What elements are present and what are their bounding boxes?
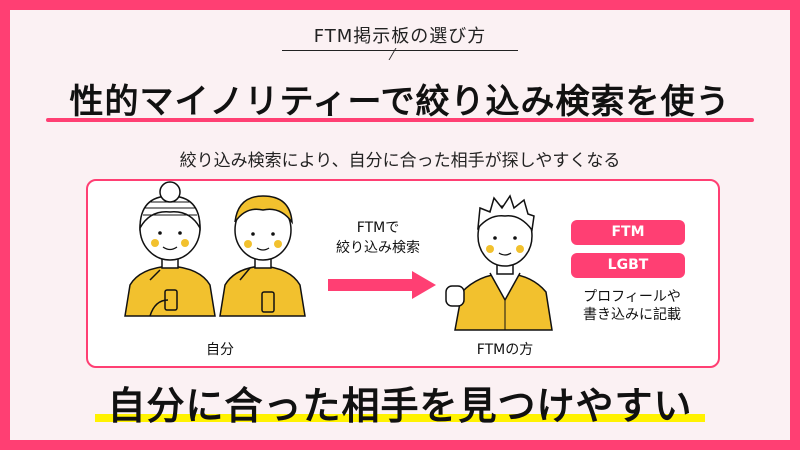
bottom-highlight: [95, 414, 705, 422]
tag-note: プロフィールや 書き込みに記載: [558, 288, 706, 324]
arrow-caption-line1: FTMで: [356, 220, 400, 236]
person-with-phone-icon: [219, 195, 306, 317]
arrow-caption-line2: 絞り込み検索: [336, 240, 420, 256]
right-caption: FTMの方: [476, 342, 534, 358]
tag-lgbt: LGBT: [571, 253, 685, 278]
right-arrow-icon: [328, 271, 436, 299]
headline: 性的マイノリティーで絞り込み検索を使う: [69, 82, 731, 122]
tag-ftm: FTM: [571, 220, 685, 245]
section-label: FTM掲示板の選び方: [313, 26, 487, 47]
subtext: 絞り込み検索により、自分に合った相手が探しやすくなる: [179, 151, 621, 171]
tag-note-line1: プロフィールや: [583, 289, 681, 305]
person-with-bun-icon: [124, 181, 216, 317]
headline-underline: [46, 118, 754, 122]
tag-note-line2: 書き込みに記載: [583, 307, 681, 323]
left-caption: 自分: [206, 342, 234, 358]
bottom-headline: 自分に合った相手を見つけやすい: [107, 384, 693, 428]
section-label-underline: [282, 50, 518, 51]
arrow-caption: FTMで 絞り込み検索: [318, 218, 438, 258]
ftm-person-icon: [445, 194, 553, 331]
